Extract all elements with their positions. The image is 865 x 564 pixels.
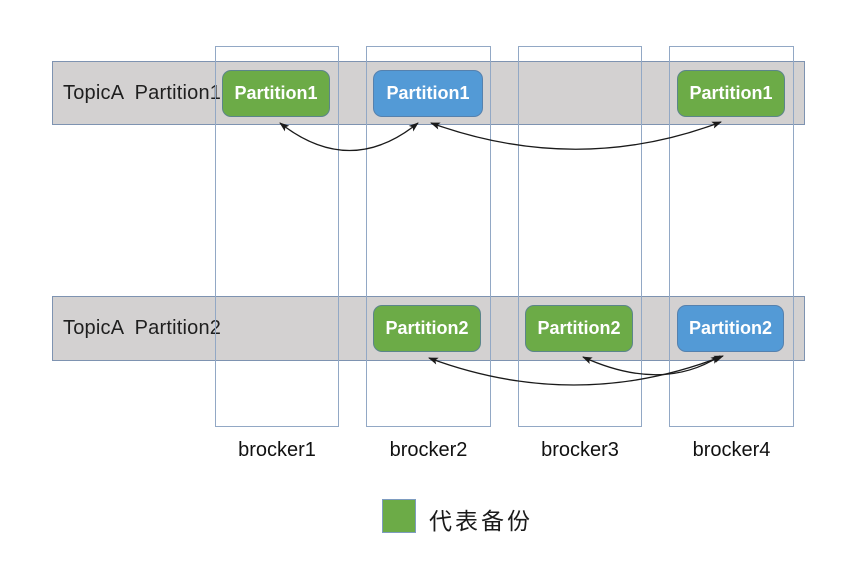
partition-box-p1-brocker2: Partition1 [373,70,483,117]
legend-label: 代表备份 [429,509,533,535]
topic-band-label: TopicA Partition2 [63,317,222,339]
broker-column-brocker4 [669,46,794,427]
partition-box-p1-brocker1: Partition1 [222,70,330,117]
partition-box-p2-brocker4: Partition2 [677,305,784,352]
broker-column-brocker1 [215,46,339,427]
partition-box-p2-brocker2: Partition2 [373,305,481,352]
legend-green-swatch-icon [382,499,416,533]
broker-label-brocker2: brocker2 [389,439,468,461]
topic-band-label: TopicA Partition1 [63,81,222,104]
broker-column-brocker2 [366,46,491,427]
broker-label-brocker1: brocker1 [238,439,316,461]
broker-column-brocker3 [518,46,642,427]
partition-box-p1-brocker4: Partition1 [677,70,785,117]
broker-label-brocker4: brocker4 [692,439,771,461]
broker-label-brocker3: brocker3 [541,439,619,461]
partition-box-p2-brocker3: Partition2 [525,305,633,352]
